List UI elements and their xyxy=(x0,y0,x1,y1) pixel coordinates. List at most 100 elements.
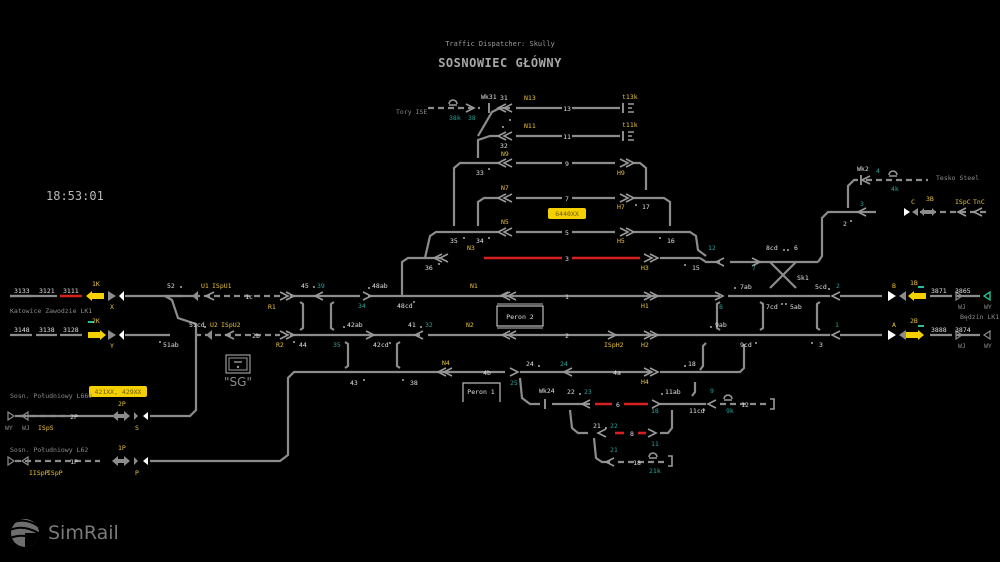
track-segment xyxy=(112,456,118,466)
simrail-logo-icon xyxy=(11,519,39,547)
label-s22b: 22 xyxy=(610,422,618,430)
track-segment xyxy=(206,330,212,340)
track-segment xyxy=(723,394,733,401)
track-segment xyxy=(691,382,697,397)
track-segment xyxy=(906,332,918,338)
label-s36: 36 xyxy=(425,264,433,272)
label-wj: WJ xyxy=(958,303,966,311)
track-segment xyxy=(423,230,500,259)
label-t3: 3 xyxy=(565,255,569,263)
track-segment xyxy=(159,341,161,343)
track-segment xyxy=(402,379,404,381)
track-segment xyxy=(648,452,658,459)
label-a: A xyxy=(892,321,896,329)
label-text: 421XX, 429XX xyxy=(95,388,142,396)
track-segment xyxy=(888,291,896,301)
label-s21k: 21k xyxy=(649,467,661,475)
track-segment xyxy=(703,409,705,411)
label-u1: U1 xyxy=(201,282,209,290)
track-segment xyxy=(538,365,540,367)
label-s23: 23 xyxy=(584,388,592,396)
track-segment xyxy=(634,230,707,257)
label-s43: 43 xyxy=(350,379,358,387)
track-segment xyxy=(912,208,918,216)
track-segment xyxy=(448,99,458,106)
label-n4: N4 xyxy=(442,359,450,367)
label-h9: H9 xyxy=(617,169,625,177)
track-segment xyxy=(488,237,490,239)
track-segment xyxy=(622,103,624,113)
track-segment xyxy=(660,344,746,374)
track-segment xyxy=(7,455,16,467)
track-segment xyxy=(343,326,345,328)
track-segment xyxy=(452,161,500,226)
track-segment xyxy=(888,170,898,177)
track-segment xyxy=(770,398,775,410)
track-segment xyxy=(715,301,721,331)
label-t4b: 4b xyxy=(483,369,491,377)
track-segment xyxy=(751,257,762,267)
track-segment xyxy=(592,437,610,464)
track-segment xyxy=(279,330,296,340)
track-segment xyxy=(659,237,661,239)
track-segment xyxy=(918,325,924,327)
track-segment xyxy=(143,412,148,420)
label-ispc: ISpC xyxy=(955,198,971,206)
track-segment xyxy=(365,330,376,340)
track-segment xyxy=(299,301,305,331)
label-s38b: 38 xyxy=(468,114,476,122)
label-s33: 33 xyxy=(476,169,484,177)
train-badge-421[interactable]: 421XX, 429XX xyxy=(89,386,147,397)
label-text: 6440XX xyxy=(555,210,579,218)
track-segment xyxy=(363,379,365,381)
label-s31: 31 xyxy=(500,94,508,102)
label-t2p: 2P xyxy=(70,413,78,421)
block-labels: 3133 3121 3111 3148 3138 3128 3871 3865 … xyxy=(14,287,971,334)
label-s4k: 4k xyxy=(891,185,899,193)
label-h3: H3 xyxy=(641,264,649,272)
track-segment xyxy=(496,305,544,327)
track-segment xyxy=(634,196,672,226)
label-c: C xyxy=(911,198,915,206)
track-segment xyxy=(228,357,248,371)
track-segment xyxy=(500,330,517,340)
track-segment xyxy=(619,158,636,168)
track-segment xyxy=(568,409,588,435)
label-wk2: Wk2 xyxy=(857,165,869,173)
track-p-line xyxy=(150,370,440,463)
track-segment xyxy=(100,330,106,340)
label-s45: 45 xyxy=(301,282,309,290)
label-1: 3121 xyxy=(39,287,55,295)
label-r2: R2 xyxy=(276,341,284,349)
track-segment xyxy=(108,330,116,340)
label-t18: 18 xyxy=(633,459,641,467)
track-segment xyxy=(828,288,830,290)
line-label-sosn-l660: Sosn. Południowy L660 xyxy=(10,392,92,400)
track-segment xyxy=(362,291,373,301)
signal-labels: N1 N2 N3 N4 N5 N7 N9 N11 N13 H1 H2 H3 H4… xyxy=(5,93,992,477)
label-s44: 44 xyxy=(299,341,307,349)
label-s34a: 34 xyxy=(358,302,366,310)
label-0: 3148 xyxy=(14,326,30,334)
label-n11: N11 xyxy=(524,122,536,130)
track-segment xyxy=(643,367,660,377)
label-t2b: 2b xyxy=(252,332,260,340)
track-segment xyxy=(619,227,636,237)
label-s16: 16 xyxy=(667,237,675,245)
track-segment xyxy=(628,131,634,141)
track-segment xyxy=(643,291,660,301)
track-segment xyxy=(496,227,513,237)
track-segment xyxy=(509,367,520,377)
label-s38: 38 xyxy=(410,379,418,387)
track-segment xyxy=(7,410,16,422)
label-s9: 9 xyxy=(710,387,714,395)
track-segment xyxy=(368,287,370,289)
label-2: 3128 xyxy=(63,326,79,334)
label-t4a: 4a xyxy=(613,369,621,377)
train-badge-6440[interactable]: 6440XX xyxy=(548,208,586,219)
track-segment xyxy=(518,377,540,406)
track-segment xyxy=(562,367,573,377)
track-segment xyxy=(463,237,465,239)
label-y: Y xyxy=(110,342,114,350)
track-segment xyxy=(684,264,686,266)
